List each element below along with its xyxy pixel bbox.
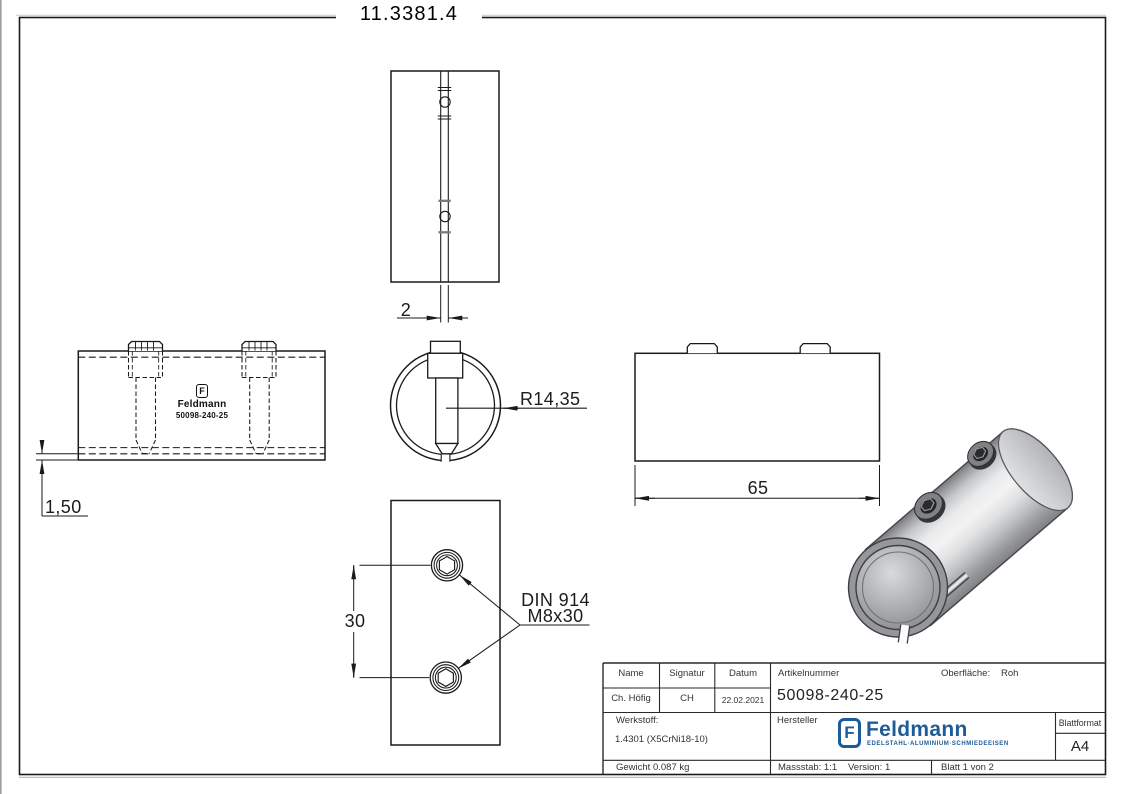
- tb-value-name: Ch. Höfig: [611, 693, 651, 704]
- dim-length: [634, 465, 880, 506]
- tb-value-datum: 22.02.2021: [721, 695, 765, 705]
- screw-note-line2: M8x30: [527, 605, 584, 626]
- tb-value-signatur: CH: [680, 693, 694, 704]
- dim-radius-text: R14,35: [520, 389, 581, 409]
- dim-length-text: 65: [747, 478, 769, 498]
- tb-werkstoff-value: 1.4301 (X5CrNi18-10): [615, 734, 708, 745]
- tb-hersteller-label: Hersteller: [777, 715, 818, 726]
- socket-screw-2: [429, 661, 463, 694]
- dim-slot-width-text: 2: [400, 300, 412, 320]
- tb-version: Version: 1: [848, 762, 891, 773]
- view-bottom: [351, 499, 590, 746]
- dim-slot-width: [397, 285, 468, 323]
- dim-wall-text: 1,50: [45, 497, 82, 517]
- screw-3d-rear: [967, 440, 997, 470]
- tb-header-name: Name: [618, 668, 644, 679]
- socket-screw-1: [430, 549, 464, 582]
- leader-screw-note: [457, 574, 590, 670]
- view-section: [389, 340, 587, 463]
- set-screw-section: [427, 340, 464, 455]
- view-3d: [847, 428, 1074, 644]
- tb-artikelnummer-value: 50098-240-25: [777, 687, 884, 704]
- tb-blatt: Blatt 1 von 2: [941, 762, 994, 773]
- screw-note-line1: DIN 914: [521, 590, 590, 610]
- tb-gewicht: Gewicht 0.087 kg: [616, 762, 690, 773]
- title-block-grid: [602, 662, 1106, 775]
- screw-3d-front: [914, 491, 946, 523]
- tb-oberflaeche-label: Oberfläche:: [941, 668, 991, 679]
- tb-header-signatur: Signatur: [669, 668, 705, 679]
- view-side: [634, 342, 881, 506]
- view-front: [36, 340, 326, 517]
- part-marking-logo-icon: F: [196, 384, 208, 398]
- view-top: [390, 70, 500, 323]
- part-marking-name: Feldmann: [177, 399, 227, 410]
- tb-oberflaeche-value: Roh: [1001, 668, 1019, 679]
- set-screw-hidden-1: [127, 340, 164, 455]
- slot-gap: [897, 624, 911, 644]
- tb-artikelnummer-label: Artikelnummer: [778, 668, 840, 679]
- feldmann-logo-icon: F: [838, 718, 861, 748]
- tb-header-datum: Datum: [729, 668, 757, 679]
- tb-blattformat-label: Blattformat: [1058, 718, 1102, 728]
- set-screw-hidden-2: [241, 340, 277, 455]
- sheet-title: 11.3381.4: [336, 3, 482, 26]
- part-marking-number: 50098-240-25: [175, 411, 229, 420]
- tb-massstab: Massstab: 1:1: [778, 762, 838, 773]
- feldmann-logo-tagline: EDELSTAHL·ALUMINIUM·SCHMIEDEEISEN: [867, 741, 1009, 747]
- dim-wall: [36, 439, 88, 517]
- tb-blattformat-value: A4: [1070, 738, 1090, 755]
- tb-werkstoff-label: Werkstoff:: [616, 715, 659, 726]
- feldmann-logo-name: Feldmann: [866, 718, 968, 741]
- dim-spacing-text: 30: [341, 611, 369, 632]
